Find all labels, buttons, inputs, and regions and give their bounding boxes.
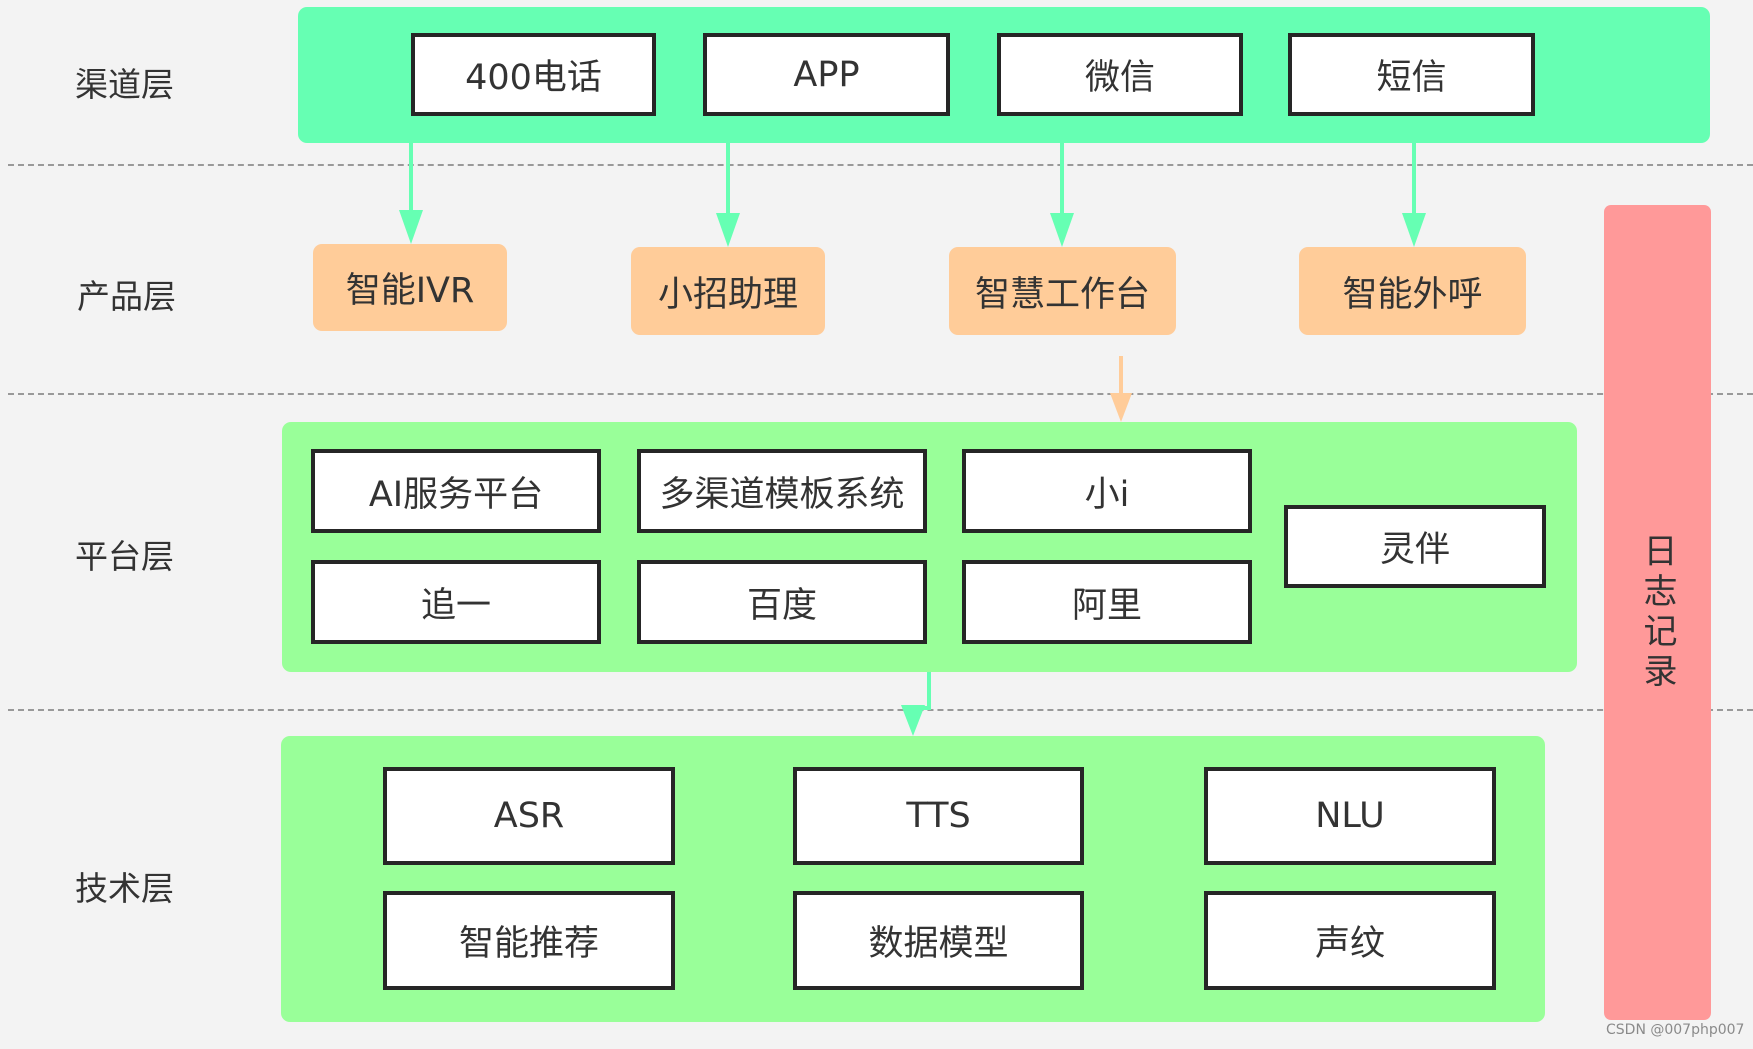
product-smart-outbound: 智能外呼 bbox=[1299, 247, 1526, 335]
channel-400-phone: 400电话 bbox=[411, 33, 656, 116]
arrowhead-outbound bbox=[1402, 213, 1426, 247]
platform-zhuiyi: 追一 bbox=[311, 560, 601, 644]
platform-alibaba: 阿里 bbox=[962, 560, 1252, 644]
separator-channel-product bbox=[8, 164, 1753, 166]
platform-xiaoi: 小i bbox=[962, 449, 1252, 533]
tech-smart-recommendation: 智能推荐 bbox=[383, 891, 675, 990]
product-smart-workbench: 智慧工作台 bbox=[949, 247, 1176, 335]
tech-tts: TTS bbox=[793, 767, 1084, 865]
tech-asr: ASR bbox=[383, 767, 675, 865]
arrowhead-tech bbox=[901, 705, 925, 736]
layer-label-tech: 技术层 bbox=[75, 869, 174, 908]
channel-sms: 短信 bbox=[1288, 33, 1535, 116]
tech-data-model: 数据模型 bbox=[793, 891, 1084, 990]
arrowhead-workbench bbox=[1050, 213, 1074, 247]
product-xiaozhao-assistant: 小招助理 bbox=[631, 247, 825, 335]
arrowhead-platform bbox=[1110, 393, 1132, 422]
channel-wechat: 微信 bbox=[997, 33, 1243, 116]
tech-nlu: NLU bbox=[1204, 767, 1496, 865]
platform-ai-service: AI服务平台 bbox=[311, 449, 601, 533]
arrowhead-ivr bbox=[399, 210, 423, 244]
watermark: CSDN @007php007 bbox=[1606, 1022, 1745, 1038]
log-record-bar: 日志记录 bbox=[1604, 205, 1711, 1020]
layer-label-channel: 渠道层 bbox=[75, 65, 174, 104]
channel-app: APP bbox=[703, 33, 950, 116]
layer-label-product: 产品层 bbox=[77, 277, 176, 316]
log-record-label: 日志记录 bbox=[1637, 532, 1677, 693]
layer-label-platform: 平台层 bbox=[75, 537, 174, 576]
platform-lingban: 灵伴 bbox=[1284, 505, 1546, 588]
separator-product-platform bbox=[8, 393, 1753, 395]
platform-baidu: 百度 bbox=[637, 560, 927, 644]
product-smart-ivr: 智能IVR bbox=[313, 244, 507, 331]
platform-multichannel-template: 多渠道模板系统 bbox=[637, 449, 927, 533]
separator-platform-tech bbox=[8, 709, 1753, 711]
tech-voiceprint: 声纹 bbox=[1204, 891, 1496, 990]
arrowhead-assistant bbox=[716, 213, 740, 247]
